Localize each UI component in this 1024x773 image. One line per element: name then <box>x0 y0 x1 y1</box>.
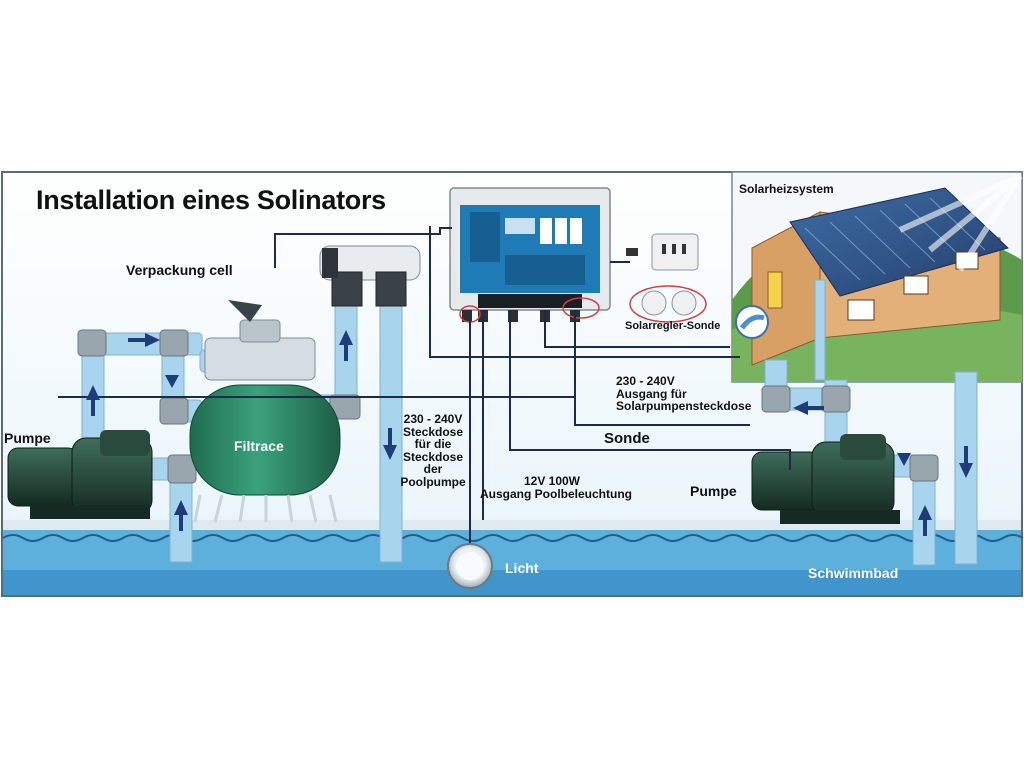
label-verpackung-cell: Verpackung cell <box>126 262 233 278</box>
label-poolbeleuchtung: 12V 100W Ausgang Poolbeleuchtung <box>480 474 632 501</box>
poolbeleuchtung-line: Ausgang Poolbeleuchtung <box>480 486 632 501</box>
arrow-down-icon <box>165 375 179 388</box>
arrow-left-icon <box>793 401 808 415</box>
right-pump <box>751 434 900 524</box>
sun-icon <box>898 173 1023 272</box>
steckdose-line: der <box>423 462 443 477</box>
solarpumpe-line: Ausgang für <box>616 386 687 401</box>
power-socket-icon <box>626 233 699 271</box>
light-bulb-icon <box>447 543 493 589</box>
steckdose-line: 230 - 240V <box>403 412 463 426</box>
label-sonde: Sonde <box>604 430 650 447</box>
label-schwimmbad: Schwimmbad <box>808 565 899 581</box>
arrow-up-icon <box>86 385 100 400</box>
pool-water <box>2 520 1024 595</box>
label-pumpe-left: Pumpe <box>4 430 51 446</box>
label-solarpumpe: 230 - 240V Ausgang für Solarpumpensteckd… <box>616 375 751 413</box>
label-solarheizsystem: Solarheizsystem <box>739 182 834 196</box>
steckdose-line: Steckdose <box>402 424 464 439</box>
arrow-down-icon <box>383 445 397 460</box>
solarpumpe-line: Solarpumpensteckdose <box>616 399 752 414</box>
label-steckdose-poolpumpe: 230 - 240V Steckdose für die Steckdose d… <box>400 413 466 489</box>
poolbeleuchtung-line: 12V 100W <box>523 474 581 488</box>
label-solarregler-sonde: Solarregler-Sonde <box>625 320 721 332</box>
chlorinator-cell <box>319 245 421 307</box>
solar-heating-panel <box>731 171 1023 383</box>
flow-arrows <box>86 330 973 536</box>
arrow-up-icon <box>174 500 188 515</box>
solar-probe-socket <box>629 285 707 323</box>
arrow-up-icon <box>918 505 932 520</box>
diagram-title: Installation eines Solinators <box>36 185 386 215</box>
label-licht: Licht <box>505 560 539 576</box>
filter-tank <box>189 300 341 523</box>
steckdose-line: Steckdose <box>402 449 464 464</box>
steckdose-line: für die <box>414 437 452 452</box>
arrow-up-icon <box>339 330 353 345</box>
arrow-down-icon <box>897 453 911 466</box>
solarpumpe-line: 230 - 240V <box>616 374 675 388</box>
arrow-right-icon <box>145 333 160 347</box>
wiring <box>58 226 791 545</box>
left-pump <box>7 430 153 519</box>
controller-unit <box>449 187 611 322</box>
steckdose-line: Poolpumpe <box>400 474 466 489</box>
label-pumpe-right: Pumpe <box>690 483 737 499</box>
arrow-down-icon <box>959 463 973 478</box>
label-filtrace: Filtrace <box>234 438 284 454</box>
